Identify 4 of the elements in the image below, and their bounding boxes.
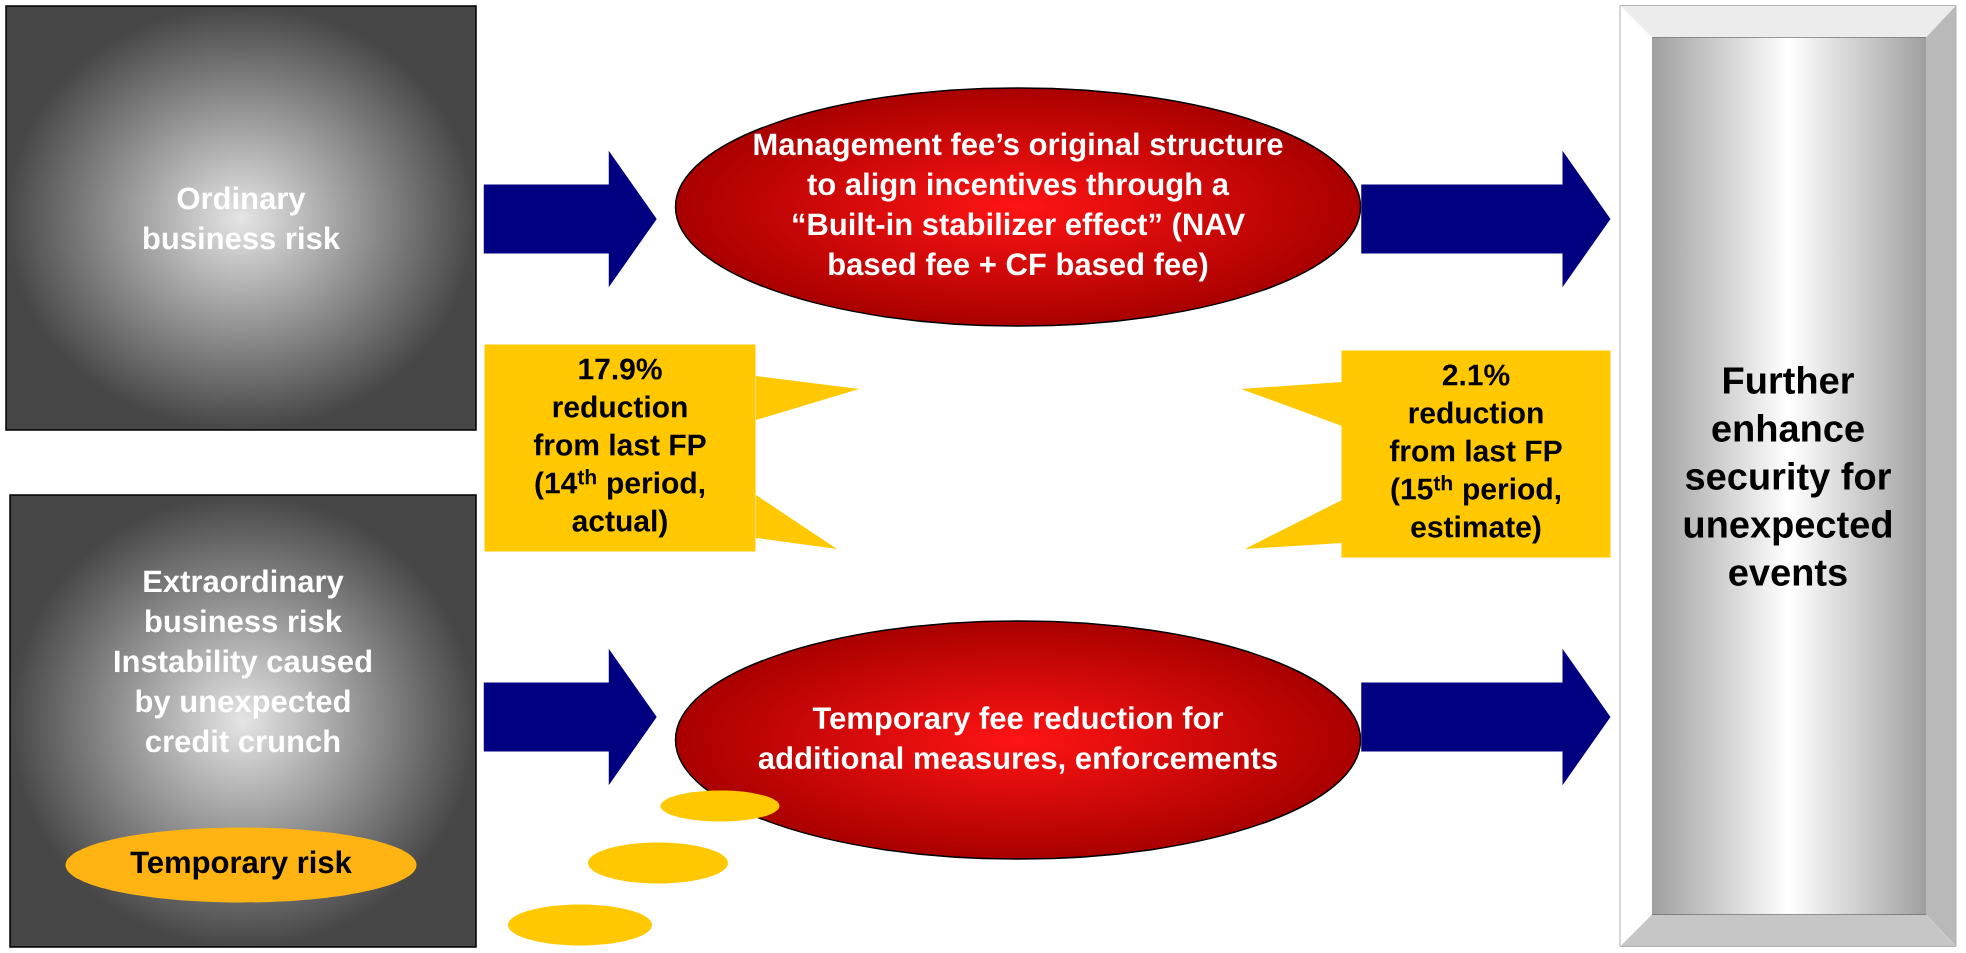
speech-callout: 17.9% reduction from last FP (14$^{th}$ period, actual) xyxy=(484,344,859,552)
risk-box: Ordinary business risk xyxy=(5,5,477,431)
result-panel: Further enhance security for unexpected events xyxy=(1619,5,1957,947)
speech-callout: 2.1% reduction from last FP (15$^{th}$ period, estimate) xyxy=(1241,350,1611,558)
